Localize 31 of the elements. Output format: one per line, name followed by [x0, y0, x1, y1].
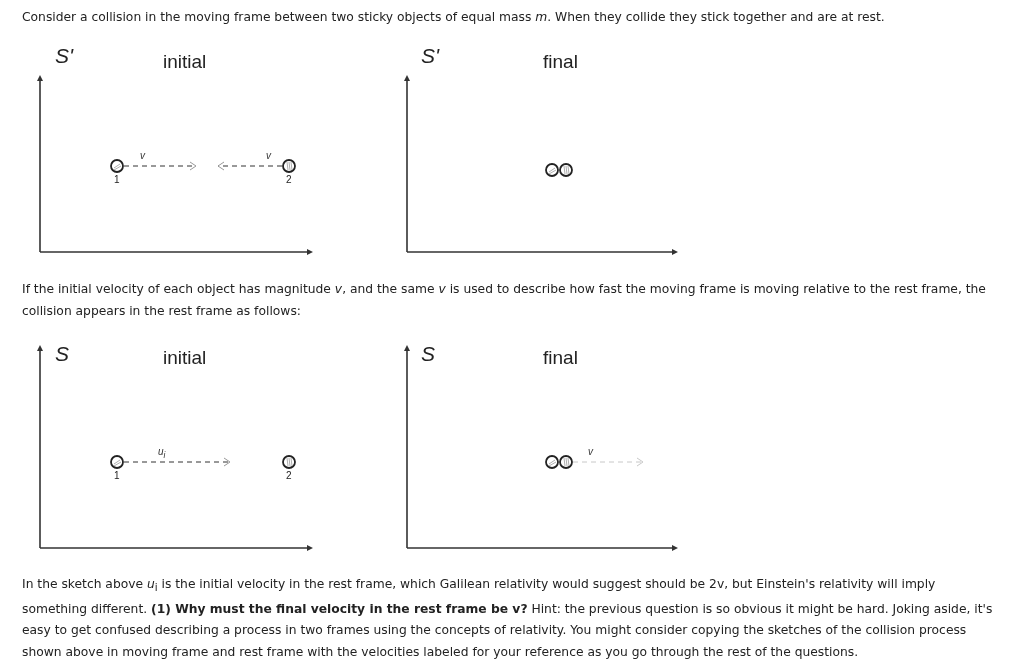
- frame-label: S': [421, 44, 440, 68]
- ball: [110, 159, 124, 173]
- ball-number: 1: [114, 175, 120, 185]
- frame-label: S': [55, 44, 74, 68]
- ball: [559, 455, 573, 469]
- panel-title: final: [543, 51, 578, 73]
- velocity-arrow: [572, 457, 644, 467]
- panel-title: initial: [163, 51, 207, 73]
- frame-label: S: [55, 342, 69, 366]
- paragraph: If the initial velocity of each object has magnitude v, and the same v is used to describe how fast the moving frame is moving relative to the rest frame, the collision appears in the rest frame as follows:: [22, 281, 987, 320]
- ball: [110, 455, 124, 469]
- velocity-arrow: [123, 161, 197, 171]
- velocity-arrow: [217, 161, 283, 171]
- ball-number: 2: [286, 175, 292, 185]
- paragraph: In the sketch above u$_{i}$ is the initial velocity in the rest frame, which Galilean relativity would suggest should be 2v, but Einstein's relativity will imply something different. (1) Why must the final velocity in the rest frame be v? Hint: the previous question is so obvious it might be hard. Joking aside, it's easy to get confused describing a process in two frames using the concepts of relativity. You might consider copying the sketches of the collision process shown above in moving frame and rest frame with the velocities labeled for your reference as you go through the rest of the questions.: [22, 576, 994, 661]
- ball: [545, 163, 559, 177]
- panel-title: final: [543, 347, 578, 369]
- ball: [559, 163, 573, 177]
- panel-title: initial: [163, 347, 207, 369]
- ball: [545, 455, 559, 469]
- ball: [282, 455, 296, 469]
- frame-label: S: [421, 342, 435, 366]
- velocity-label: v: [588, 447, 593, 457]
- ball-number: 2: [286, 471, 292, 481]
- paragraph: Consider a collision in the moving frame between two sticky objects of equal mass m. When they collide they stick together and are at rest.: [22, 9, 886, 26]
- ball-number: 1: [114, 471, 120, 481]
- velocity-label: u$_{i}$: [158, 447, 166, 460]
- velocity-label: v: [140, 151, 145, 161]
- ball: [282, 159, 296, 173]
- velocity-label: v: [266, 151, 271, 161]
- velocity-arrow: [123, 457, 231, 467]
